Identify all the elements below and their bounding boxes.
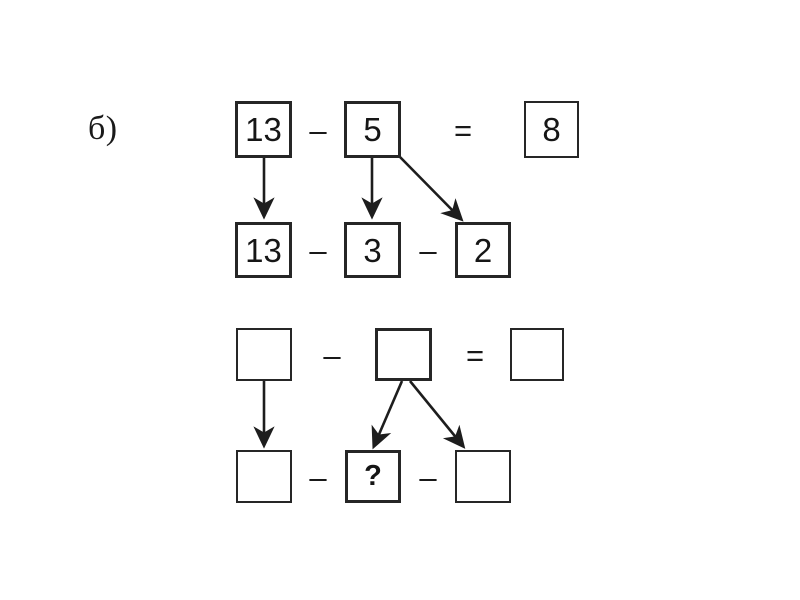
blank-bottom-operator-2: – <box>419 459 437 495</box>
blank-top-box-2[interactable] <box>375 328 432 381</box>
arrow-blank-split-left <box>371 380 404 450</box>
example-top-box-3[interactable]: 8 <box>524 101 579 158</box>
example-top-box-1[interactable]: 13 <box>235 101 292 158</box>
example-bottom-box-1[interactable]: 13 <box>235 222 292 278</box>
blank-bottom-box-unknown[interactable]: ? <box>345 450 401 503</box>
part-label: б) <box>88 110 118 147</box>
example-top-operator-2: = <box>453 112 473 148</box>
arrow-blank-split-right <box>408 380 466 449</box>
blank-top-box-3[interactable] <box>510 328 564 381</box>
blank-top-box-1[interactable] <box>236 328 292 381</box>
blank-bottom-operator-1: – <box>309 459 327 495</box>
blank-top-operator-1: – <box>323 337 341 373</box>
example-bottom-box-2[interactable]: 3 <box>344 222 401 278</box>
example-bottom-box-3[interactable]: 2 <box>455 222 511 278</box>
blank-bottom-box-3[interactable] <box>455 450 511 503</box>
arrow-example-split-right <box>399 156 464 222</box>
example-bottom-operator-2: – <box>419 232 437 268</box>
example-top-operator-1: – <box>309 112 327 148</box>
blank-bottom-box-1[interactable] <box>236 450 292 503</box>
blank-top-operator-2: = <box>465 337 485 373</box>
example-top-box-2[interactable]: 5 <box>344 101 401 158</box>
example-bottom-operator-1: – <box>309 232 327 268</box>
